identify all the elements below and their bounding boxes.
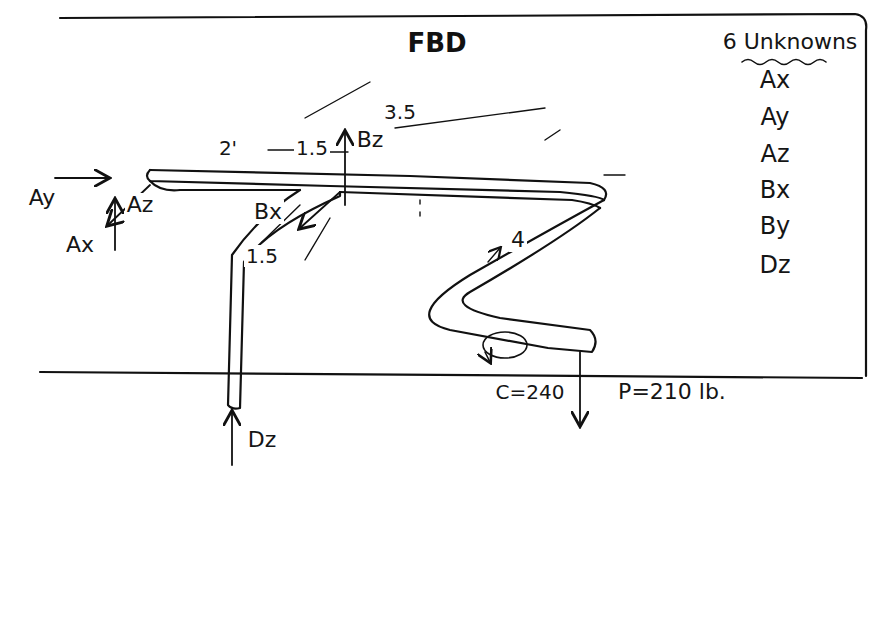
- dimension: 4: [509, 228, 527, 252]
- couple-label: C=240: [494, 381, 567, 403]
- dimension: 3.5: [382, 101, 418, 123]
- diagram-title: FBD: [404, 28, 469, 58]
- force-label: Dz: [246, 428, 279, 452]
- dimension: 1.5: [294, 137, 330, 159]
- force-label: Az: [125, 193, 156, 217]
- load-label: P=210 lb.: [616, 380, 728, 404]
- unknown-name: Az: [758, 141, 791, 167]
- force-label: Bx: [252, 200, 284, 224]
- unknown-name: Bx: [758, 177, 793, 203]
- dimension: 1.5: [244, 245, 280, 267]
- unknowns-heading: 6 Unknowns: [721, 30, 860, 54]
- force-label: Ay: [27, 186, 58, 210]
- unknown-name: Ay: [759, 104, 792, 130]
- unknown-name: Ax: [758, 67, 793, 93]
- unknown-name: By: [758, 213, 793, 239]
- force-label: Ax: [64, 233, 96, 257]
- unknown-name: Dz: [757, 252, 792, 278]
- force-label: Bz: [355, 128, 386, 152]
- dimension: 2': [217, 137, 239, 159]
